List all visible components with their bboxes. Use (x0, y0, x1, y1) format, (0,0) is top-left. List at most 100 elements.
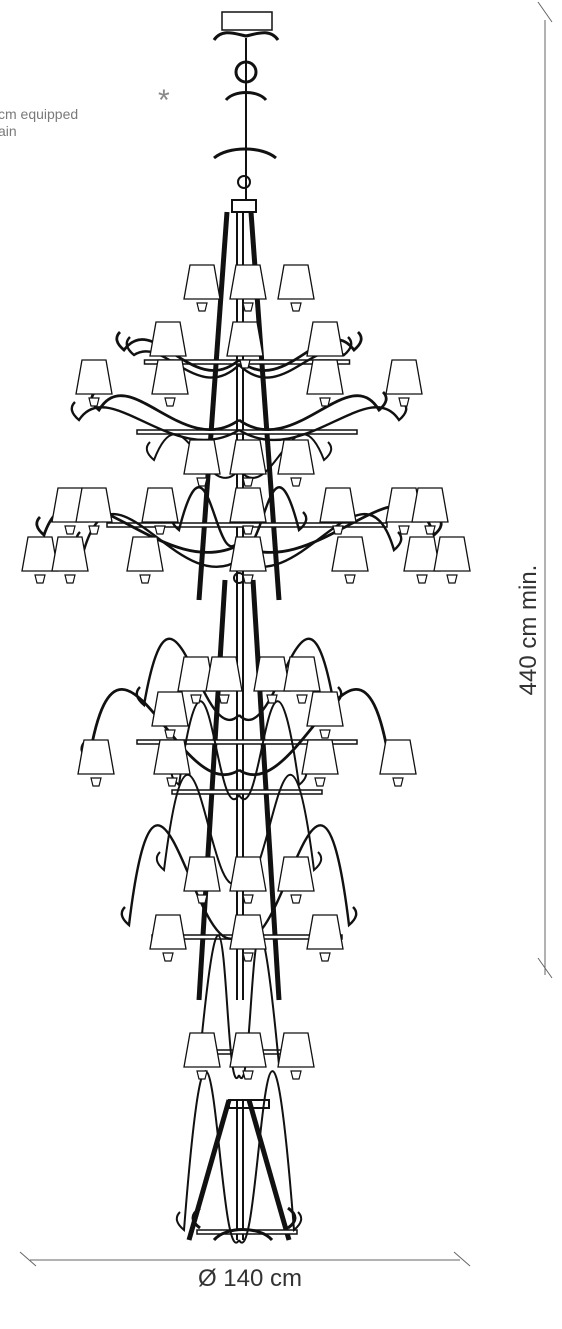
lamp-shade (75, 487, 113, 523)
diameter-dimension-label: Ø 140 cm (197, 1265, 303, 1292)
candle-cup (242, 894, 254, 904)
suspension-note-asterisk: * (158, 84, 170, 117)
lamp-shade (51, 536, 89, 572)
canopy-scroll (212, 31, 280, 41)
candle-cup (196, 477, 208, 487)
candle-cup (190, 694, 202, 704)
tier-ring (171, 789, 323, 795)
diameter-dimension-right-tick (453, 1251, 471, 1267)
candle-cup (162, 952, 174, 962)
lamp-shade (283, 656, 321, 692)
candle-cup (242, 574, 254, 584)
lamp-shade (433, 536, 471, 572)
candle-cup (314, 777, 326, 787)
lamp-shade (277, 856, 315, 892)
candle-cup (344, 574, 356, 584)
lamp-shade (331, 536, 369, 572)
candle-cup (34, 574, 46, 584)
candle-cup (196, 1070, 208, 1080)
candle-cup (239, 359, 251, 369)
bottom-finial-arch (212, 1228, 274, 1242)
lamp-shade (77, 739, 115, 775)
chain-scroll-lower (213, 147, 277, 160)
lamp-shade (229, 1032, 267, 1068)
candle-cup (398, 525, 410, 535)
bottom-finial-scrolls (191, 1206, 297, 1230)
lamp-shade (301, 739, 339, 775)
candle-cup (416, 574, 428, 584)
lamp-shade (229, 487, 267, 523)
lamp-shade (306, 691, 344, 727)
lamp-shade (411, 487, 449, 523)
lamp-shade (229, 856, 267, 892)
candle-cup (266, 694, 278, 704)
candle-cup (196, 894, 208, 904)
lamp-shade (229, 439, 267, 475)
candle-cup (218, 694, 230, 704)
lamp-shade (183, 1032, 221, 1068)
lamp-shade (385, 359, 423, 395)
arm-scroll-right (238, 1070, 303, 1244)
frame-leg-right (246, 1099, 292, 1241)
arm-scroll-left (155, 774, 240, 885)
candle-cup (164, 397, 176, 407)
candle-cup (398, 397, 410, 407)
arm-scroll-right (238, 700, 308, 801)
arm-scroll-right (238, 512, 403, 568)
candle-cup (154, 525, 166, 535)
candle-cup (88, 525, 100, 535)
lamp-shade (229, 264, 267, 300)
candle-cup (290, 302, 302, 312)
candle-cup (242, 952, 254, 962)
lamp-shade (141, 487, 179, 523)
tier-ring (136, 739, 358, 745)
lamp-shade (319, 487, 357, 523)
arm-scroll-right (238, 391, 388, 432)
lamp-shade (306, 321, 344, 357)
frame-top-cap (231, 199, 257, 213)
candle-cup (164, 729, 176, 739)
lamp-shade (379, 739, 417, 775)
frame-leg-left (196, 211, 230, 601)
arm-scroll-left (125, 336, 240, 379)
candle-cup (166, 777, 178, 787)
candle-cup (319, 397, 331, 407)
candle-cup (392, 777, 404, 787)
arm-scroll-left (115, 331, 240, 372)
arm-scroll-right (238, 401, 408, 442)
lamp-shade (151, 691, 189, 727)
suspension-note-text: cm equipped ain (0, 106, 79, 139)
candle-cup (290, 894, 302, 904)
diameter-dimension-left-tick (19, 1251, 37, 1267)
lamp-shade (183, 264, 221, 300)
candle-cup (64, 574, 76, 584)
candle-cup (296, 694, 308, 704)
lamp-shade (75, 359, 113, 395)
lamp-shade (149, 914, 187, 950)
height-dimension-label: 440 cm min. (515, 564, 542, 696)
height-dimension-bottom-tick (537, 957, 553, 979)
arm-scroll-left (70, 401, 240, 442)
candle-cup (242, 1070, 254, 1080)
arm-scroll-left (120, 824, 240, 940)
candle-cup (290, 1070, 302, 1080)
lamp-shade (183, 856, 221, 892)
lamp-shade (229, 536, 267, 572)
ceiling-canopy (221, 11, 273, 31)
chain-link (237, 175, 251, 189)
arm-scroll-right (238, 824, 358, 940)
arm-scroll-left (175, 1070, 240, 1244)
frame-leg-left (186, 1099, 232, 1241)
lamp-shades (21, 264, 471, 1080)
candle-cup (64, 525, 76, 535)
lamp-shade (205, 656, 243, 692)
candle-cup (139, 574, 151, 584)
lamp-shade (306, 914, 344, 950)
lamp-shade (277, 439, 315, 475)
candle-cup (196, 302, 208, 312)
lamp-shade (153, 739, 191, 775)
frame-collar (228, 1099, 270, 1109)
lamp-shade (306, 359, 344, 395)
